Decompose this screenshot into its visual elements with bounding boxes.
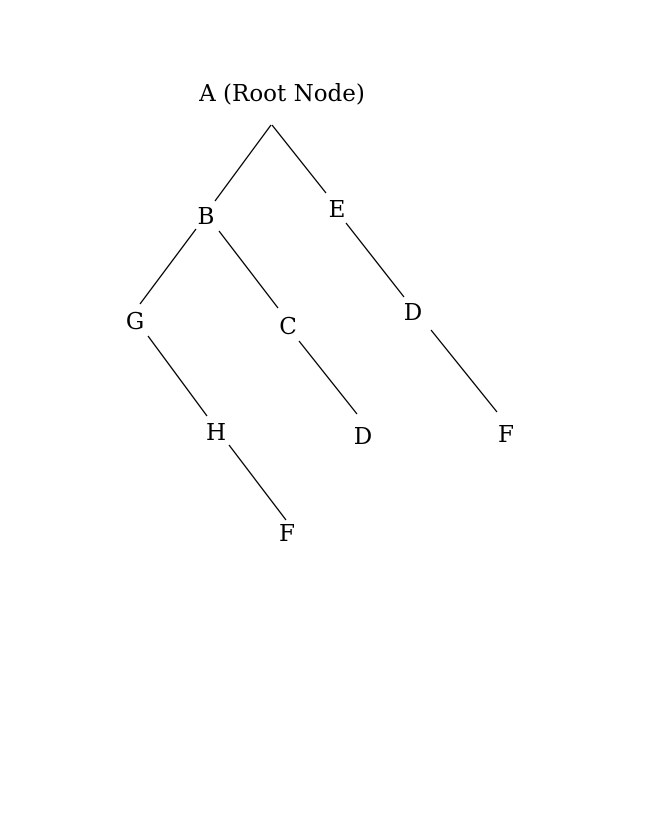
edge-b-g	[139, 228, 197, 305]
node-b: B	[198, 204, 215, 230]
edge-g-h	[147, 335, 208, 417]
node-a-root: A (Root Node)	[198, 81, 365, 107]
node-g: G	[126, 309, 144, 335]
node-f-under-h: F	[279, 521, 295, 547]
edge-a-e	[271, 124, 327, 194]
edge-h-f	[228, 444, 287, 521]
node-c: C	[279, 314, 297, 340]
edge-c-d	[298, 340, 358, 415]
node-d-under-c: D	[354, 424, 372, 450]
edge-d-f	[430, 329, 498, 413]
edge-e-d	[345, 222, 405, 298]
node-d-right: D	[404, 300, 422, 326]
node-e: E	[329, 197, 346, 223]
edge-b-c	[218, 230, 279, 309]
edge-a-b	[214, 124, 272, 202]
node-f-right: F	[498, 422, 514, 448]
node-h: H	[206, 420, 226, 446]
